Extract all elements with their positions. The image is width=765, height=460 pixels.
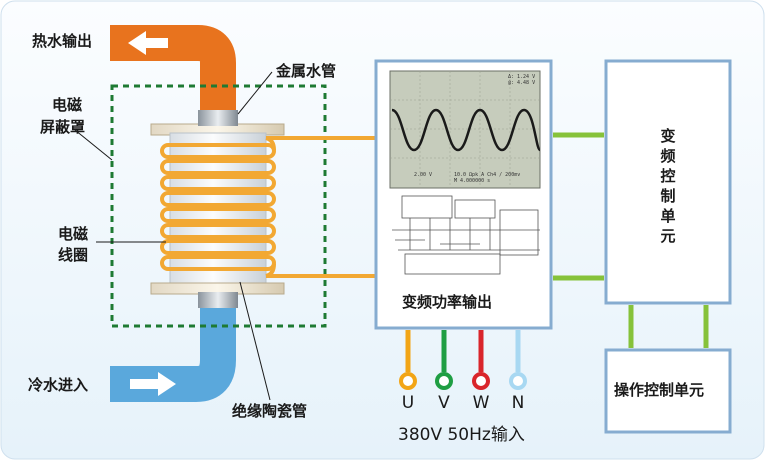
em-coil xyxy=(160,136,375,278)
phase-terminal-u xyxy=(399,372,417,390)
cold-water-arrow-icon xyxy=(130,372,176,396)
schematic xyxy=(392,195,540,275)
metal-pipe-top xyxy=(198,110,238,126)
inverter-output-label: 变频功率输出 xyxy=(402,293,493,311)
hot-water-arrow-icon xyxy=(128,31,168,55)
osc-readout-top1: Δ: 1.24 V xyxy=(508,74,536,80)
shield-label-line1: 电磁 xyxy=(52,96,83,114)
cold-water-pipe xyxy=(110,298,236,402)
oscilloscope-screen xyxy=(389,70,542,189)
input-caption: 380V 50Hz输入 xyxy=(398,425,525,445)
phase-n-label: N xyxy=(511,393,525,413)
coil-label-line2: 线圈 xyxy=(58,246,89,264)
metal-pipe-bottom xyxy=(198,292,238,308)
ceramic-tube-label: 绝缘陶瓷管 xyxy=(232,402,308,420)
inverter-control-label: 变频控制单元 xyxy=(660,127,676,245)
metal-pipe-label: 金属水管 xyxy=(276,62,337,80)
phase-w-label: W xyxy=(472,393,490,413)
waveform xyxy=(391,108,542,152)
phase-terminal-n xyxy=(509,372,527,390)
em-shield xyxy=(110,84,327,328)
osc-readout-bottom1: 2.00 V xyxy=(414,172,433,178)
phase-v-label: V xyxy=(438,393,450,413)
control-links xyxy=(553,132,709,348)
phase-terminal-w xyxy=(472,372,490,390)
shield-label-line2: 屏蔽罩 xyxy=(40,118,86,136)
osc-readout-bottom3: M 4.000000 s xyxy=(454,178,491,184)
coil-label-line1: 电磁 xyxy=(58,225,89,243)
hot-water-out-label: 热水输出 xyxy=(32,32,93,50)
leader-lines xyxy=(74,71,273,401)
operation-control-label: 操作控制单元 xyxy=(614,381,705,399)
hot-water-pipe xyxy=(110,25,236,118)
inverter-control-box xyxy=(604,59,732,305)
phase-u-label: U xyxy=(401,393,415,413)
osc-readout-bottom2: 10.0 Ωpk A Ch4 / 200mv xyxy=(454,172,521,178)
cold-water-in-label: 冷水进入 xyxy=(28,376,89,394)
osc-readout-top2: @: 4.48 V xyxy=(508,80,536,86)
operation-control-box xyxy=(604,348,732,434)
phase-terminal-v xyxy=(435,372,453,390)
phase-leads xyxy=(399,330,527,390)
